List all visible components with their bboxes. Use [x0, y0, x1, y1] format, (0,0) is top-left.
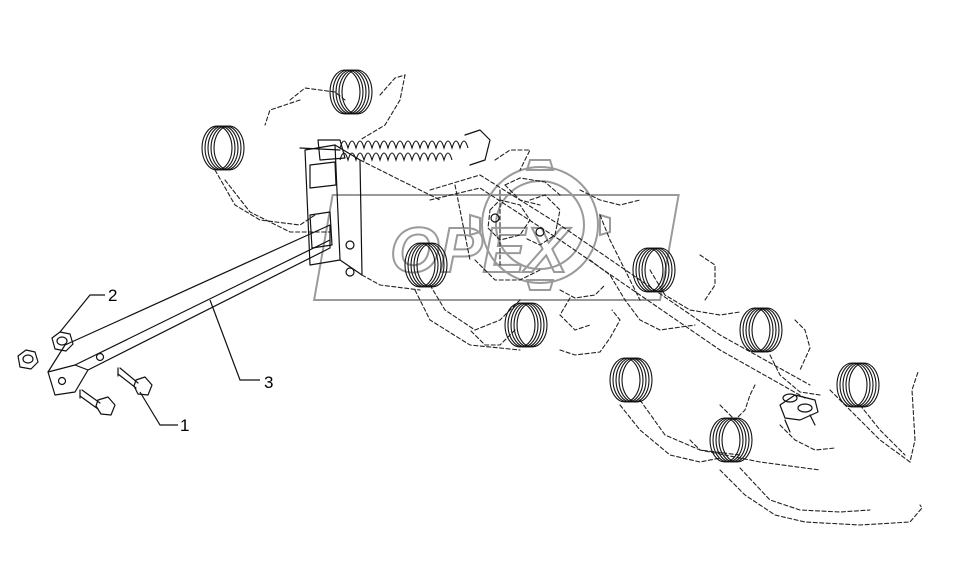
- callout-1: 1: [180, 416, 189, 435]
- watermark-logo: OPEX: [312, 159, 680, 301]
- mounting-plate: [304, 144, 441, 291]
- bolt-lower: [79, 389, 116, 416]
- callout-2: 2: [108, 286, 117, 305]
- tension-spring: [299, 129, 491, 166]
- leader-1: [139, 391, 178, 426]
- main-arm: [47, 224, 331, 396]
- leader-3: [209, 299, 260, 381]
- mechanism-bracket: [487, 177, 606, 299]
- leader-2: [59, 294, 105, 333]
- end-link: [779, 393, 819, 433]
- callout-3: 3: [264, 373, 273, 392]
- rake-tines: [214, 74, 923, 526]
- bolt-upper: [117, 367, 153, 396]
- nut-lower: [17, 349, 39, 370]
- watermark-text: OPEX: [390, 214, 571, 286]
